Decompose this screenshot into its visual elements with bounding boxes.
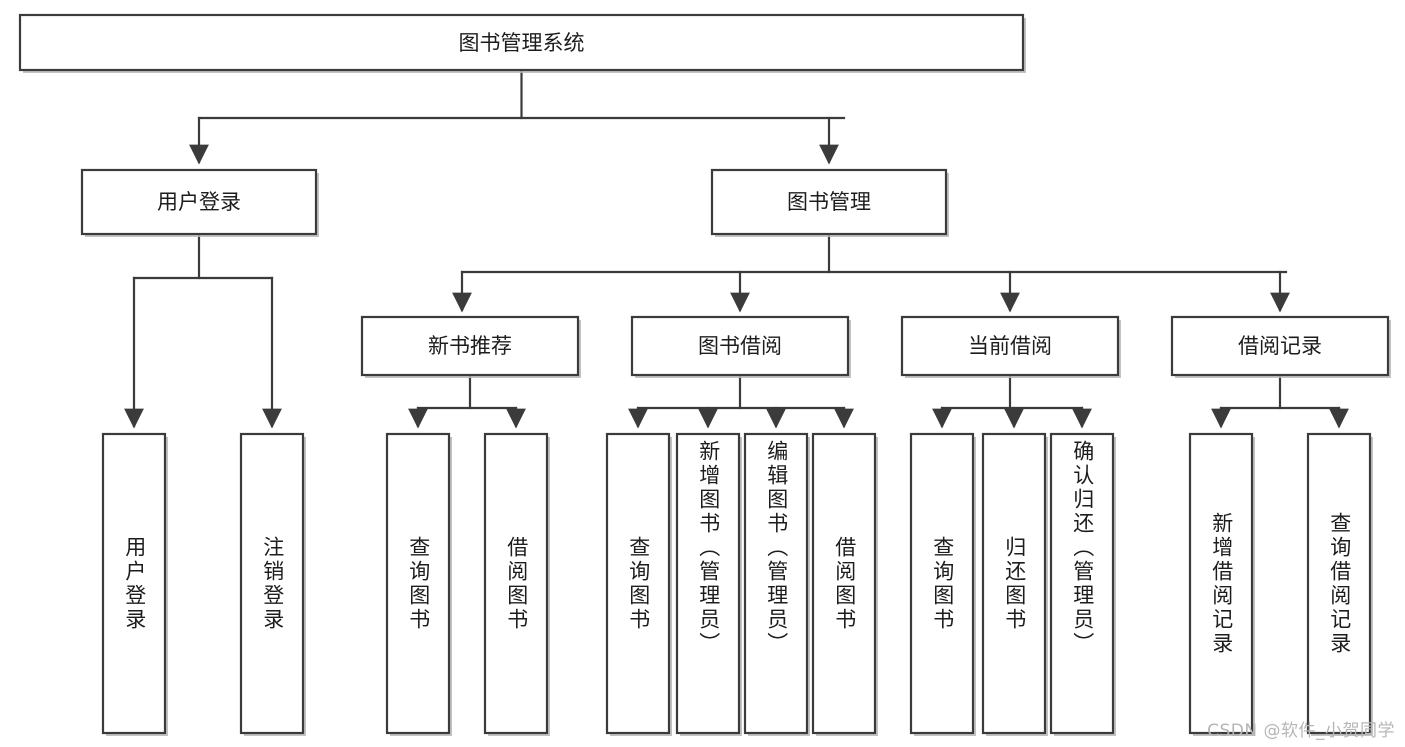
edge-group-user-login-to-leaves [124, 232, 282, 429]
node-new-book-recommend-label: 新书推荐 [428, 334, 512, 358]
edge-group-borrow-record-to-leaves [1211, 373, 1349, 429]
node-leaf-cb-return-book-box[interactable] [981, 432, 1047, 735]
node-leaf-logout[interactable] [239, 432, 306, 736]
node-leaf-nbr-query-book[interactable] [385, 432, 452, 736]
node-book-borrow-label: 图书借阅 [698, 334, 782, 358]
node-new-book-recommend[interactable]: 新书推荐 [360, 315, 581, 378]
edge-group-book-borrow-to-leaves [628, 373, 854, 429]
edge-group-root-to-level2 [189, 68, 846, 165]
node-leaf-cb-query-book-box[interactable] [909, 432, 975, 735]
node-user-login-label: 用户登录 [157, 190, 241, 214]
node-book-borrow-box[interactable] [630, 315, 850, 377]
node-leaf-bb-query-book[interactable] [605, 432, 672, 736]
node-leaf-cb-return-book[interactable] [981, 432, 1048, 736]
node-user-login-box[interactable] [80, 168, 318, 236]
node-leaf-bb-add-book-box[interactable] [675, 432, 741, 735]
node-leaf-bb-edit-book-box[interactable] [743, 432, 809, 735]
node-leaf-user-login-box[interactable] [101, 432, 167, 735]
node-leaf-cb-confirm-return-box[interactable] [1049, 432, 1115, 735]
node-user-login[interactable]: 用户登录 [80, 168, 319, 237]
node-leaf-bb-query-book-box[interactable] [605, 432, 671, 735]
node-root-box[interactable] [18, 13, 1025, 72]
node-leaf-cb-confirm-return[interactable] [1049, 432, 1116, 736]
node-book-management-label: 图书管理 [787, 190, 871, 214]
node-leaf-bb-add-book[interactable] [675, 432, 742, 736]
node-leaf-cb-query-book[interactable] [909, 432, 976, 736]
node-leaf-nbr-borrow-book-box[interactable] [483, 432, 549, 735]
node-root-label: 图书管理系统 [459, 31, 585, 55]
edge-group-current-borrow-to-leaves [932, 373, 1092, 429]
node-leaf-br-add-record[interactable] [1188, 432, 1255, 736]
node-leaf-user-login[interactable] [101, 432, 168, 736]
node-leaf-br-add-record-box[interactable] [1188, 432, 1254, 735]
node-leaf-br-query-record[interactable] [1306, 432, 1373, 736]
node-leaf-logout-box[interactable] [239, 432, 305, 735]
node-leaf-bb-borrow-book-box[interactable] [811, 432, 877, 735]
node-root[interactable]: 图书管理系统 [18, 13, 1026, 73]
node-book-borrow[interactable]: 图书借阅 [630, 315, 851, 378]
csdn-watermark: CSDN @软件_小贺同学 [1207, 721, 1395, 741]
node-leaf-br-query-record-box[interactable] [1306, 432, 1372, 735]
edge-group-new-book-rec-to-leaves [408, 373, 526, 429]
node-current-borrow-label: 当前借阅 [968, 334, 1052, 358]
node-borrow-record-label: 借阅记录 [1238, 334, 1322, 358]
node-borrow-record-box[interactable] [1170, 315, 1390, 377]
node-current-borrow[interactable]: 当前借阅 [900, 315, 1121, 378]
node-leaf-nbr-borrow-book[interactable] [483, 432, 550, 736]
node-borrow-record[interactable]: 借阅记录 [1170, 315, 1391, 378]
node-leaf-bb-borrow-book[interactable] [811, 432, 878, 736]
node-leaf-bb-edit-book[interactable] [743, 432, 810, 736]
node-leaf-nbr-query-book-box[interactable] [385, 432, 451, 735]
edge-group-book-mgmt-to-level3 [452, 232, 1290, 313]
node-current-borrow-box[interactable] [900, 315, 1120, 377]
node-new-book-recommend-box[interactable] [360, 315, 580, 377]
node-book-management-box[interactable] [710, 168, 948, 236]
node-book-management[interactable]: 图书管理 [710, 168, 949, 237]
